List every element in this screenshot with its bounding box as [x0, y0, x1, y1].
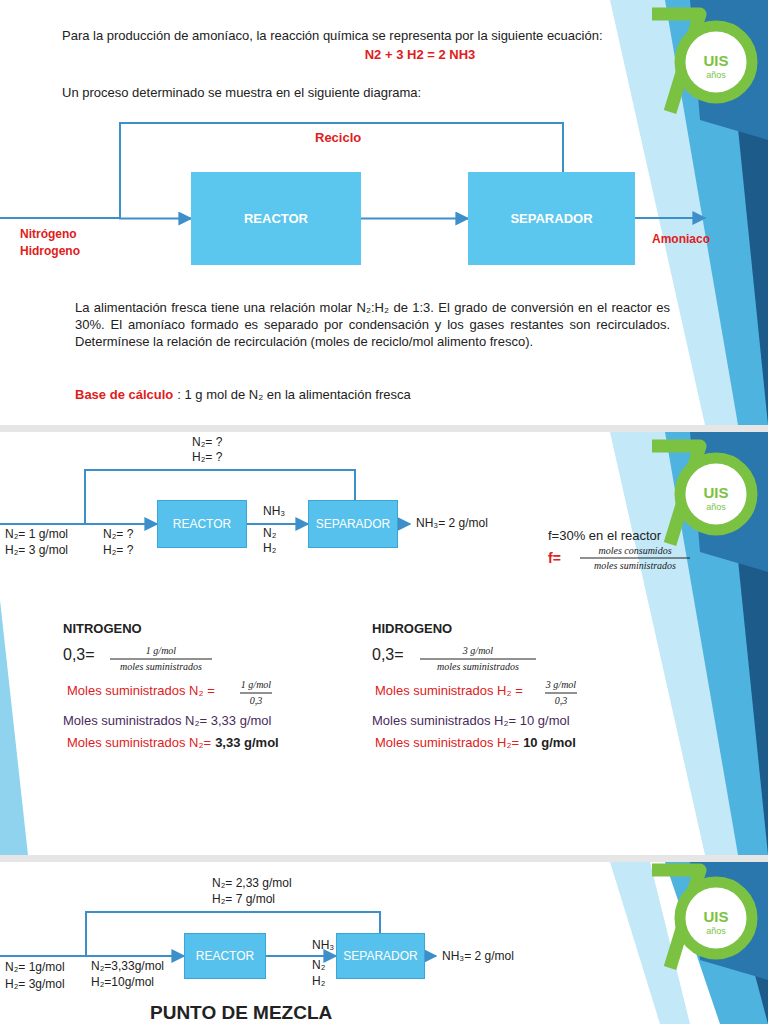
text-label: años	[706, 502, 726, 512]
text-label: Moles suministrados H₂= 10 g/mol	[372, 714, 570, 729]
text-label: N₂= 2,33 g/mol	[212, 877, 292, 891]
flow-arrow	[266, 955, 336, 957]
text-label: NH₃= 2 g/mol	[416, 517, 488, 531]
text-label: Moles suministrados N₂= 3,33 g/mol	[63, 714, 271, 729]
process-box: REACTOR	[191, 172, 361, 265]
text-label: 0,3=	[63, 646, 95, 664]
box-label: SEPARADOR	[316, 517, 390, 531]
text-label: H₂=10g/mol	[91, 976, 154, 990]
text-label: Moles suministrados N₂ =	[67, 684, 215, 699]
text-label: 1 g/mol	[146, 645, 176, 657]
text-label: NH₃= 2 g/mol	[442, 950, 514, 964]
box-label: SEPARADOR	[343, 949, 417, 963]
text-label: Un proceso determinado se muestra en el …	[62, 86, 421, 101]
text-label: N₂	[312, 959, 325, 973]
text-label: Reciclo	[315, 131, 361, 146]
box-label: REACTOR	[173, 517, 231, 531]
stream-line	[0, 218, 705, 956]
text-label: H₂	[263, 542, 276, 556]
text-label: N₂= 1 g/mol	[5, 528, 68, 542]
text-label: H₂= ?	[192, 451, 222, 465]
text-label: moles suministrados	[437, 661, 519, 673]
text-label: NITROGENO	[63, 622, 142, 637]
text-label: 3,33 g/mol	[215, 736, 279, 751]
process-box: REACTOR	[157, 500, 247, 548]
process-box: REACTOR	[184, 933, 266, 979]
flow-arrow	[361, 218, 468, 220]
text-label: : 1 g mol de N₂ en la alimentación fresc…	[177, 388, 410, 403]
text-label: Base de cálculo	[75, 388, 173, 403]
text-label: Para la producción de amoníaco, la reacc…	[62, 29, 603, 44]
text-label: Moles suministrados H₂ =	[375, 684, 523, 699]
text-label: UIS	[703, 484, 728, 501]
box-label: SEPARADOR	[510, 211, 592, 226]
text-label: N₂= ?	[103, 528, 133, 542]
process-box: SEPARADOR	[468, 172, 635, 265]
text-label: años	[706, 70, 726, 80]
text-label: UIS	[703, 908, 728, 925]
text-label: 1 g/mol	[241, 679, 271, 691]
text-label: 3 g/mol	[463, 645, 493, 657]
text-label: La alimentación fresca tiene una relació…	[75, 300, 670, 351]
text-label: UIS	[703, 52, 728, 69]
box-label: REACTOR	[196, 949, 254, 963]
process-box: SEPARADOR	[336, 933, 425, 979]
text-label: H₂= ?	[103, 544, 133, 558]
text-label: f=	[548, 550, 561, 566]
text-label: H₂= 3 g/mol	[5, 544, 68, 558]
text-label: NH₃	[312, 939, 334, 953]
text-label: H₂= 3g/mol	[5, 978, 65, 992]
text-label: H₂= 7 g/mol	[212, 893, 275, 907]
logo-graphic	[652, 14, 752, 968]
box-label: REACTOR	[244, 211, 308, 226]
text-label: Amoniaco	[652, 233, 710, 247]
text-label: Moles suministrados N₂=	[67, 736, 211, 751]
text-label: H₂	[312, 975, 325, 989]
text-label: Moles suministrados H₂=	[375, 736, 519, 751]
text-label: N2 + 3 H2 = 2 NH3	[365, 48, 476, 63]
text-label: 3 g/mol	[546, 679, 576, 691]
fraction-bar	[110, 558, 690, 693]
text-label: f=30% en el reactor	[548, 529, 661, 544]
text-label: N₂	[263, 527, 276, 541]
text-label: 10 g/mol	[523, 736, 576, 751]
text-label: N₂=3,33g/mol	[91, 960, 164, 974]
text-label: NH₃	[263, 505, 285, 519]
text-label: 0,3	[250, 695, 263, 707]
text-label: moles suministrados	[120, 661, 202, 673]
text-label: PUNTO DE MEZCLA	[150, 1002, 332, 1024]
text-label: Hidrogeno	[20, 245, 80, 259]
text-label: N₂= 1g/mol	[5, 961, 65, 975]
text-label: moles consumidos	[598, 545, 671, 557]
process-box: SEPARADOR	[308, 500, 398, 548]
text-label: 0,3	[555, 695, 568, 707]
flow-arrow	[247, 523, 308, 525]
text-label: Nitrógeno	[20, 228, 77, 242]
text-label: 0,3=	[372, 646, 404, 664]
text-label: N₂= ?	[192, 436, 222, 450]
text-label: años	[706, 926, 726, 936]
text-label: HIDROGENO	[372, 622, 452, 637]
text-label: moles suministrados	[594, 560, 676, 572]
